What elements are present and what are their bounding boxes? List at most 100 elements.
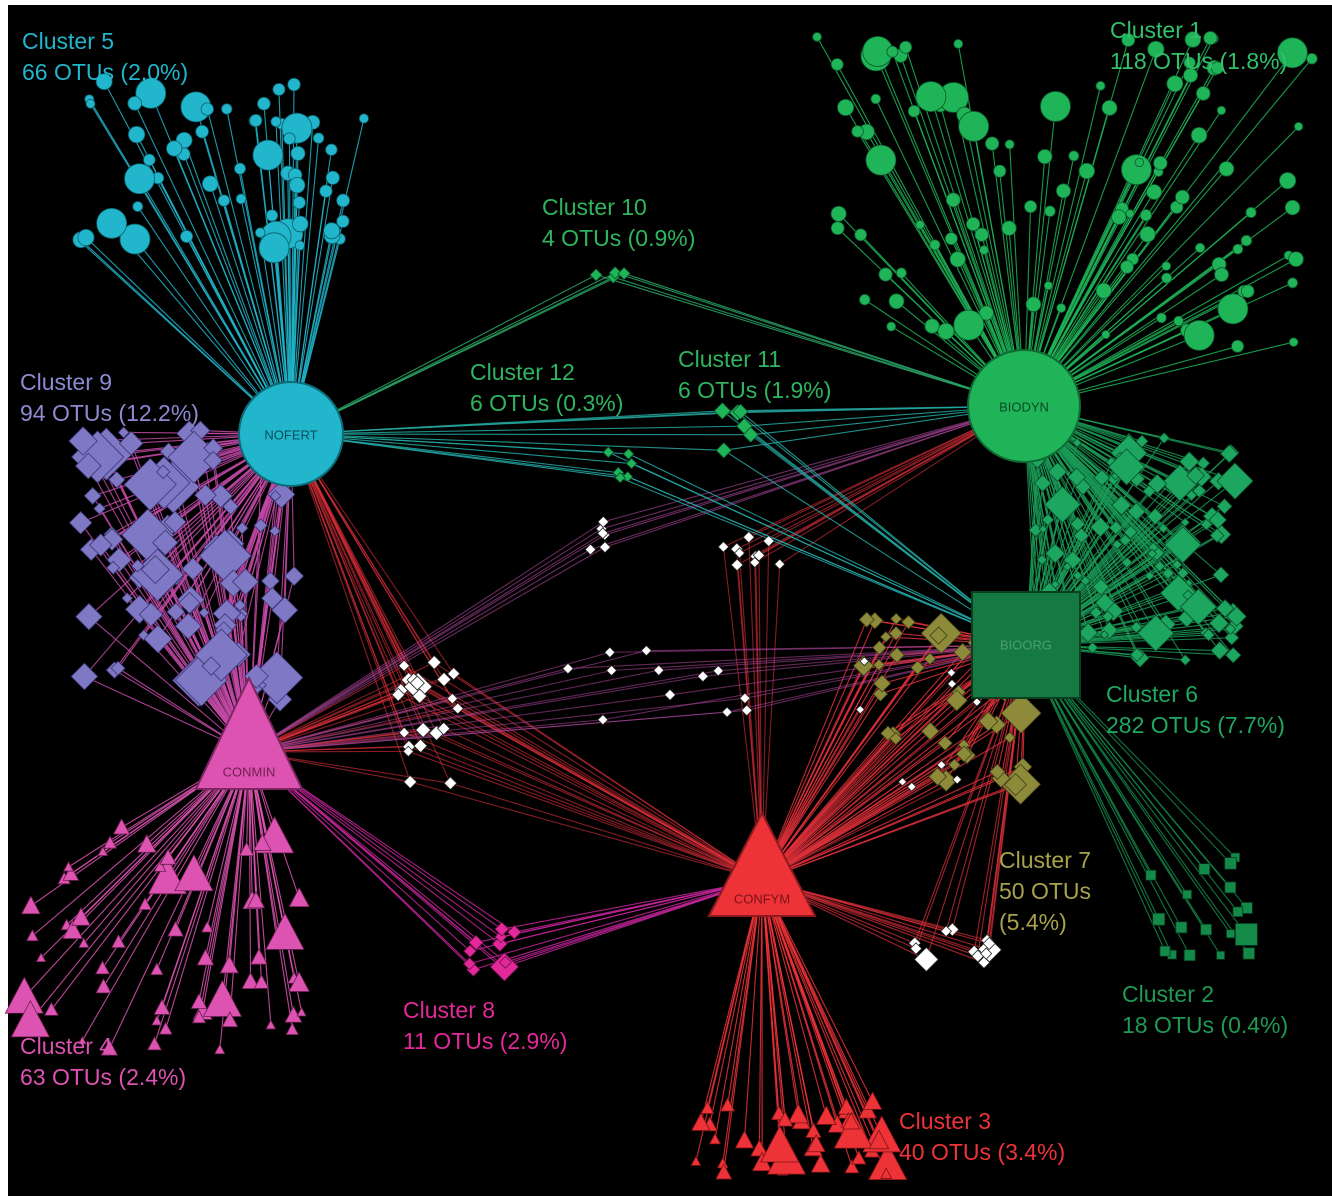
otu-node [143, 624, 173, 654]
edge [248, 669, 659, 753]
otu-node [96, 207, 128, 239]
edge [443, 678, 763, 881]
otu-node [288, 971, 310, 992]
edge [505, 879, 763, 963]
otu-node [21, 895, 41, 915]
otu-node [258, 232, 290, 264]
otu-node [1038, 524, 1048, 534]
otu-node [152, 529, 179, 556]
otu-node [272, 83, 286, 96]
otu-node [174, 612, 202, 640]
edge [248, 675, 704, 753]
cluster-9-label: Cluster 9 94 OTUs (12.2%) [20, 367, 199, 429]
otu-node [201, 920, 214, 933]
hub-nofert-label: NOFERT [264, 427, 317, 442]
otu-node [608, 266, 622, 280]
otu-node [842, 1112, 861, 1130]
edge [408, 746, 763, 881]
otu-node [1101, 100, 1118, 116]
otu-node [166, 602, 186, 622]
otu-node [78, 937, 90, 948]
edge [604, 405, 1025, 548]
otu-node [1208, 510, 1228, 530]
otu-node [868, 1142, 908, 1181]
otu-node [221, 103, 233, 115]
edge [628, 453, 1027, 646]
edge [602, 405, 1025, 534]
otu-node [201, 656, 221, 676]
otu-node [68, 510, 93, 535]
otu-node [288, 176, 306, 194]
otu-node [1062, 562, 1072, 572]
otu-node [130, 558, 145, 573]
edge [700, 879, 763, 1123]
otu-node [851, 1149, 867, 1165]
cluster-8-name: Cluster 8 [403, 997, 496, 1023]
otu-node [62, 864, 80, 881]
otu-node [167, 920, 184, 937]
cluster-1-count: 118 OTUs (1.8%) [1110, 48, 1288, 74]
edge [229, 751, 250, 1021]
otu-node [1180, 517, 1190, 527]
otu-node [233, 598, 247, 612]
otu-node [1287, 277, 1299, 289]
edge [248, 669, 612, 753]
otu-node [127, 125, 146, 144]
edge [709, 879, 763, 1125]
cluster-2-count: 18 OTUs (0.4%) [1122, 1012, 1289, 1038]
otu-node [159, 442, 178, 461]
otu-node [1214, 267, 1229, 282]
otu-node [844, 1158, 860, 1174]
otu-node [391, 687, 406, 702]
otu-node [597, 714, 609, 726]
otu-node [191, 1009, 207, 1024]
otu-node [1234, 923, 1258, 946]
otu-node [43, 1001, 59, 1016]
otu-node [851, 125, 864, 138]
otu-node [97, 845, 109, 856]
otu-node [937, 322, 955, 340]
otu-node [222, 498, 240, 516]
otu-node [1153, 155, 1168, 171]
edge [290, 272, 616, 435]
otu-node [325, 143, 338, 156]
edge [290, 433, 724, 451]
edge [761, 879, 817, 1145]
otu-node [95, 978, 112, 994]
otu-node [83, 486, 102, 505]
otu-node [1024, 200, 1038, 214]
otu-node [108, 471, 126, 489]
otu-node [127, 96, 142, 111]
otu-node [1195, 86, 1211, 101]
otu-node [288, 886, 310, 908]
otu-node [854, 228, 868, 242]
otu-node [253, 833, 272, 851]
edge [248, 709, 747, 753]
otu-node [815, 1105, 837, 1125]
otu-node [195, 124, 209, 139]
cluster-8-count: 11 OTUs (2.9%) [403, 1028, 568, 1054]
otu-node [897, 777, 908, 787]
edge [206, 108, 292, 435]
cluster-7-percent: (5.4%) [999, 909, 1067, 935]
edge [695, 879, 763, 1162]
otu-node [137, 629, 150, 642]
otu-node [217, 194, 230, 207]
otu-node [605, 664, 618, 677]
otu-node [762, 534, 775, 548]
edge [567, 644, 1027, 670]
otu-node [265, 912, 305, 950]
otu-node [1217, 293, 1249, 325]
otu-node [446, 692, 459, 705]
edge [422, 729, 763, 881]
otu-node [103, 835, 118, 849]
otu-node [989, 763, 1006, 780]
otu-node [972, 697, 982, 707]
edge [627, 476, 1027, 646]
otu-node [269, 490, 282, 502]
otu-node [62, 919, 84, 939]
otu-node [1147, 40, 1165, 58]
otu-node [409, 675, 425, 691]
otu-node [285, 1022, 299, 1035]
otu-node [451, 702, 464, 715]
